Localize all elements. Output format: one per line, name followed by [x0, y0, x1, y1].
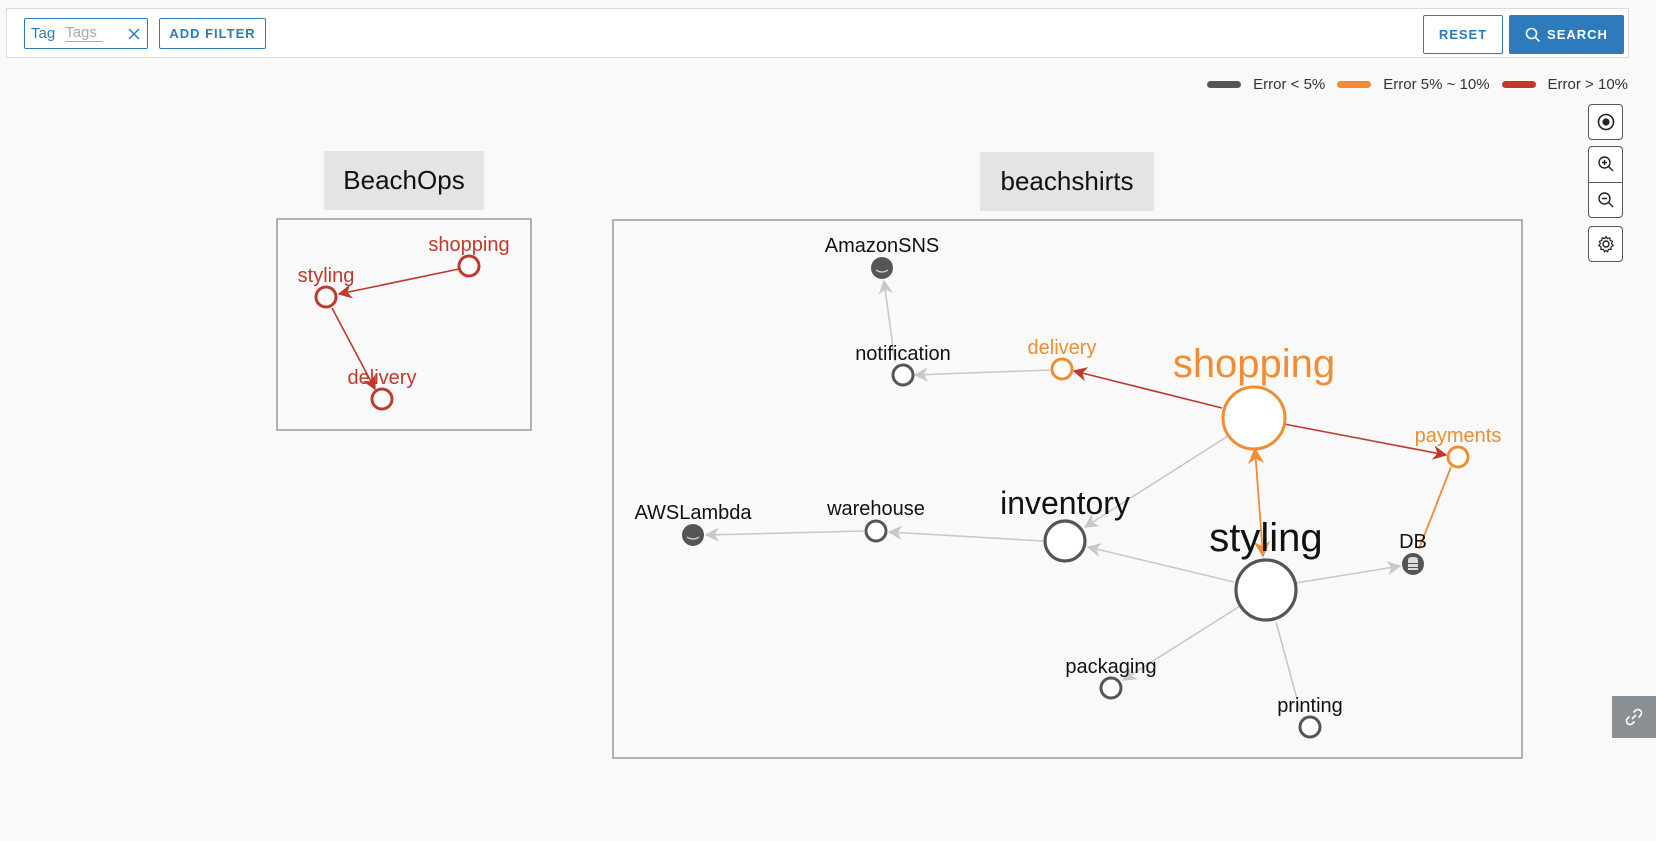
label-payments: payments: [1415, 425, 1502, 447]
search-button[interactable]: SEARCH: [1509, 15, 1624, 54]
label-amazonsns: AmazonSNS: [825, 235, 940, 257]
legend-label-high: Error > 10%: [1547, 76, 1628, 93]
legend-item-low: Error < 5%: [1207, 76, 1325, 93]
reset-button[interactable]: RESET: [1423, 15, 1503, 54]
tags-input[interactable]: Tags: [65, 25, 104, 42]
close-icon[interactable]: [127, 27, 141, 41]
edge-shopping-payments: [1283, 423, 1448, 460]
edge-styling-printing: [1275, 621, 1301, 711]
node-beachops-shopping[interactable]: [457, 254, 481, 278]
legend-item-high: Error > 10%: [1501, 76, 1628, 93]
node-beachops-styling[interactable]: [314, 285, 338, 309]
label-beachops-shopping: shopping: [428, 234, 509, 256]
edge-shopping-delivery: [1072, 367, 1223, 409]
node-db[interactable]: [1402, 553, 1424, 575]
edge-beachops-shopping-styling: [337, 268, 460, 299]
node-awslambda[interactable]: [682, 524, 704, 546]
edge-shopping-inventory: [1083, 435, 1229, 528]
aws-icon: [686, 536, 700, 540]
edge-shopping-styling: [1248, 447, 1270, 558]
legend-swatch-low: [1207, 81, 1242, 88]
edge-beachops-styling-delivery: [331, 307, 376, 391]
edge-styling-db: [1295, 560, 1402, 584]
node-shopping[interactable]: [1221, 385, 1287, 451]
group-title-beachshirts[interactable]: beachshirts: [980, 152, 1154, 211]
node-inventory[interactable]: [1043, 519, 1087, 563]
legend-swatch-high: [1501, 81, 1536, 88]
error-legend: Error < 5% Error 5% ~ 10% Error > 10%: [1195, 76, 1628, 93]
search-button-label: SEARCH: [1547, 27, 1608, 42]
database-icon: [1408, 557, 1418, 570]
zoom-controls: [1588, 146, 1623, 218]
group-title-beachops[interactable]: BeachOps: [324, 151, 484, 210]
search-icon: [1525, 27, 1541, 42]
edge-styling-inventory: [1086, 543, 1235, 583]
settings-button[interactable]: [1588, 226, 1623, 262]
zoom-divider: [1589, 181, 1622, 183]
node-beachops-delivery[interactable]: [370, 387, 394, 411]
group-box-beachshirts: [612, 219, 1523, 759]
label-awslambda: AWSLambda: [634, 502, 752, 524]
node-amazonsns[interactable]: [871, 257, 893, 279]
label-db: DB: [1399, 531, 1427, 553]
tag-filter-label: Tag: [31, 25, 56, 42]
label-delivery: delivery: [1028, 337, 1097, 359]
zoom-out-button[interactable]: [1597, 183, 1615, 218]
filter-bar: Tag Tags ADD FILTER RESET SEARCH: [6, 8, 1629, 58]
tag-filter-chip[interactable]: Tag Tags: [24, 18, 148, 49]
gear-icon: [1597, 235, 1614, 253]
label-beachops-delivery: delivery: [348, 367, 417, 389]
zoom-in-button[interactable]: [1597, 147, 1615, 182]
legend-swatch-medium: [1337, 81, 1372, 88]
label-beachops-styling: styling: [298, 265, 355, 287]
legend-item-medium: Error 5% ~ 10%: [1337, 76, 1490, 93]
node-delivery[interactable]: [1050, 357, 1074, 381]
label-styling: styling: [1209, 516, 1322, 560]
node-styling[interactable]: [1234, 558, 1298, 622]
focus-icon: [1597, 113, 1614, 131]
edge-notification-amazonsns: [878, 279, 896, 363]
label-warehouse: warehouse: [826, 498, 925, 520]
legend-label-low: Error < 5%: [1253, 76, 1326, 93]
add-filter-button[interactable]: ADD FILTER: [159, 18, 266, 49]
label-shopping: shopping: [1173, 342, 1335, 386]
focus-button[interactable]: [1588, 104, 1623, 140]
share-link-button[interactable]: [1612, 696, 1656, 738]
edge-delivery-notification: [913, 367, 1051, 382]
label-notification: notification: [855, 343, 951, 365]
group-box-beachops: [276, 218, 532, 431]
label-printing: printing: [1277, 695, 1343, 717]
aws-icon: [875, 269, 889, 273]
legend-label-medium: Error 5% ~ 10%: [1383, 76, 1490, 93]
node-printing[interactable]: [1298, 715, 1322, 739]
label-inventory: inventory: [1000, 485, 1130, 521]
edge-styling-packaging: [1121, 605, 1241, 681]
edge-payments-db: [1418, 466, 1452, 550]
node-notification[interactable]: [891, 363, 915, 387]
edge-inventory-warehouse: [887, 525, 1044, 542]
node-warehouse[interactable]: [864, 519, 888, 543]
node-payments[interactable]: [1446, 445, 1470, 469]
zoom-out-icon: [1597, 192, 1613, 208]
label-packaging: packaging: [1065, 656, 1156, 678]
node-packaging[interactable]: [1099, 676, 1123, 700]
edge-warehouse-awslambda: [704, 527, 865, 542]
zoom-in-icon: [1597, 156, 1613, 172]
link-icon: [1625, 708, 1643, 726]
